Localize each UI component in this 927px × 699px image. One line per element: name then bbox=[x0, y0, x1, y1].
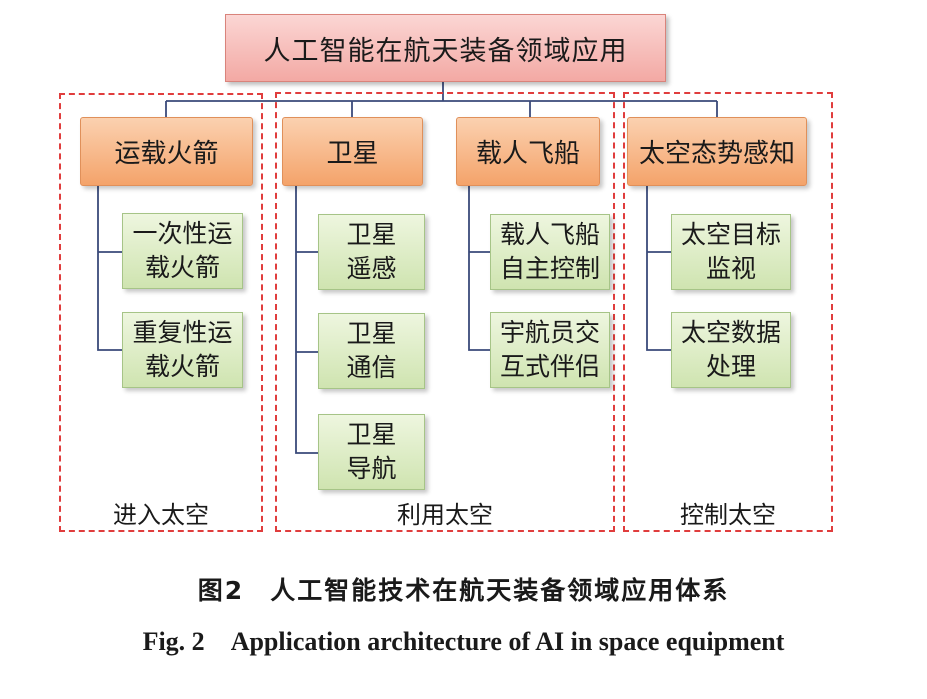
leaf-node-space-target-surveillance: 太空目标 监视 bbox=[671, 214, 791, 290]
leaf-line: 太空数据 bbox=[680, 318, 781, 347]
leaf-line: 载火箭 bbox=[144, 352, 220, 381]
leaf-line: 一次性运 bbox=[132, 219, 233, 248]
leaf-node-expendable-rocket: 一次性运 载火箭 bbox=[122, 213, 243, 289]
group-box-use-space bbox=[275, 92, 615, 532]
group-box-control-space bbox=[623, 92, 833, 532]
leaf-line: 卫星 bbox=[346, 220, 397, 249]
rocket-children-connector bbox=[97, 186, 122, 351]
category-node-awareness: 太空态势感知 bbox=[627, 117, 807, 186]
figure-title-cn: 人工智能技术在航天装备领域应用体系 bbox=[270, 576, 730, 605]
figure-caption-english: Fig. 2 Application architecture of AI in … bbox=[0, 627, 927, 657]
leaf-line: 互式伴侣 bbox=[499, 352, 600, 381]
category-node-rocket: 运载火箭 bbox=[80, 117, 253, 186]
leaf-node-satellite-remote-sensing: 卫星 遥感 bbox=[318, 214, 425, 290]
figure-title-en: Application architecture of AI in space … bbox=[230, 627, 785, 656]
leaf-line: 载火箭 bbox=[144, 253, 220, 282]
leaf-line: 通信 bbox=[346, 353, 397, 382]
category-label: 运载火箭 bbox=[114, 139, 219, 169]
figure-number-en: Fig. 2 bbox=[142, 627, 205, 656]
leaf-node-reusable-rocket: 重复性运 载火箭 bbox=[122, 312, 243, 388]
figure-caption-chinese: 图2 人工智能技术在航天装备领域应用体系 bbox=[0, 571, 927, 607]
group-label-control-space: 控制太空 bbox=[680, 501, 776, 529]
leaf-line: 卫星 bbox=[346, 319, 397, 348]
leaf-line: 导航 bbox=[346, 454, 397, 483]
category-node-spacecraft: 载人飞船 bbox=[456, 117, 600, 186]
leaf-line: 宇航员交 bbox=[499, 318, 600, 347]
category-label: 载人飞船 bbox=[475, 139, 580, 169]
leaf-line: 监视 bbox=[705, 254, 756, 283]
category-label: 太空态势感知 bbox=[638, 139, 795, 169]
leaf-line: 处理 bbox=[705, 352, 756, 381]
figure-number-cn: 图2 bbox=[197, 576, 245, 605]
leaf-line: 自主控制 bbox=[499, 254, 600, 283]
leaf-line: 卫星 bbox=[346, 420, 397, 449]
root-node: 人工智能在航天装备领域应用 bbox=[225, 14, 666, 82]
spacecraft-children-connector bbox=[468, 186, 490, 351]
leaf-node-space-data-processing: 太空数据 处理 bbox=[671, 312, 791, 388]
leaf-line: 重复性运 bbox=[132, 318, 233, 347]
leaf-line: 太空目标 bbox=[680, 220, 781, 249]
leaf-node-astronaut-companion: 宇航员交 互式伴侣 bbox=[490, 312, 610, 388]
leaf-node-spacecraft-autonomous-control: 载人飞船 自主控制 bbox=[490, 214, 610, 290]
root-label: 人工智能在航天装备领域应用 bbox=[263, 35, 628, 67]
leaf-line: 载人飞船 bbox=[499, 220, 600, 249]
category-label: 卫星 bbox=[326, 139, 379, 169]
leaf-line: 遥感 bbox=[346, 254, 397, 283]
satellite-children-connector bbox=[295, 186, 318, 454]
awareness-children-connector bbox=[646, 186, 671, 351]
group-label-enter-space: 进入太空 bbox=[113, 501, 209, 529]
group-label-use-space: 利用太空 bbox=[397, 501, 493, 529]
group-box-enter-space bbox=[59, 93, 263, 532]
leaf-node-satellite-communication: 卫星 通信 bbox=[318, 313, 425, 389]
leaf-node-satellite-navigation: 卫星 导航 bbox=[318, 414, 425, 490]
category-node-satellite: 卫星 bbox=[282, 117, 423, 186]
